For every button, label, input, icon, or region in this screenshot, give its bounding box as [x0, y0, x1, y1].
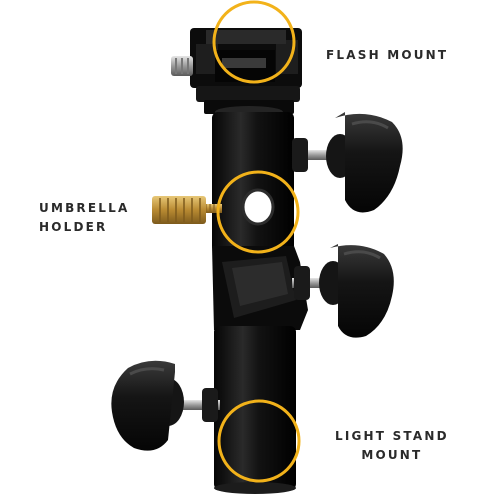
upper-knob — [292, 112, 403, 213]
light-stand-mount-label: LIGHT STAND MOUNT — [335, 427, 449, 465]
umbrella-holder-highlight — [216, 170, 300, 254]
umbrella-holder-label: UMBRELLA HOLDER — [39, 199, 129, 237]
umbrella-hole — [243, 190, 273, 224]
light-stand-mount-highlight — [217, 399, 301, 483]
flash-mount-label: FLASH MOUNT — [326, 46, 448, 65]
umbrella-holder-line1: UMBRELLA — [39, 201, 130, 215]
lower-tube — [214, 326, 296, 490]
flash-shoe — [171, 28, 302, 118]
light-stand-line2: MOUNT — [361, 448, 423, 462]
lower-knob — [111, 360, 220, 451]
flash-mount-highlight — [212, 0, 296, 84]
light-stand-line1: LIGHT STAND — [335, 429, 449, 443]
highlight-rings — [212, 0, 301, 483]
middle-knob — [292, 244, 394, 338]
upper-tube — [212, 112, 294, 252]
flash-mount-text: FLASH MOUNT — [326, 48, 449, 62]
hinge-joint — [212, 246, 308, 330]
brass-umbrella-screw — [152, 196, 222, 224]
umbrella-holder-line2: HOLDER — [39, 220, 108, 234]
